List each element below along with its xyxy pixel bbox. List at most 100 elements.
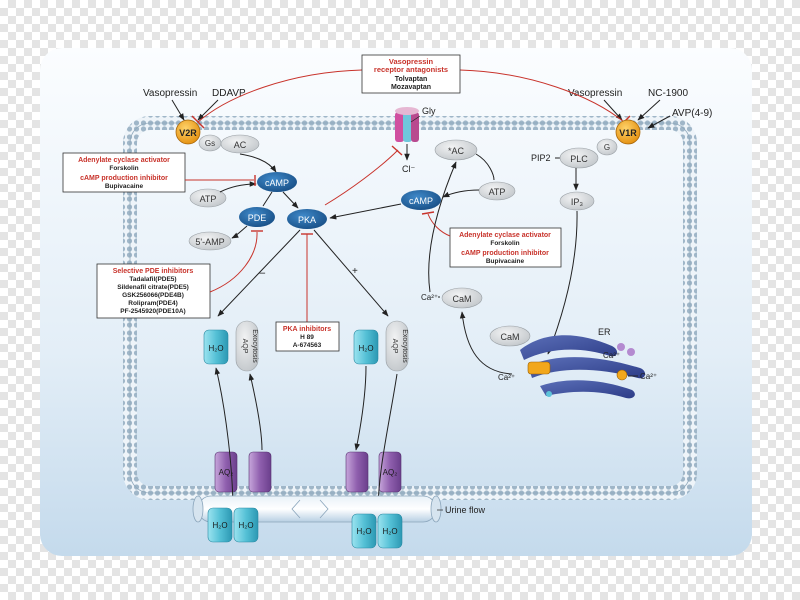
antagonist-drug: Mozavaptan [391,84,431,91]
pka-inhibitor-box [275,321,340,352]
ac-camp-arrow [239,153,277,173]
atp-right-camp-arrow [442,189,480,198]
pde-drug: GSK256066(PDE4B) [122,292,184,299]
svg-text:cAMP: cAMP [409,196,433,206]
gs-node: Gs [198,134,222,152]
svg-text:PDE: PDE [248,213,267,223]
aqp-exocytosis-vesicle-right: AQP Exocytosis [385,320,409,372]
ca-to-cam-loop-arrow [459,311,513,375]
nc1900-label: NC-1900 [648,88,688,99]
cam-upper-node: CaM [441,287,483,309]
ac-left-activator-drug: Forskolin [109,165,138,172]
pde-drug: Tadalafil(PDE5) [129,276,176,283]
g-node: G [596,138,618,156]
h2o-droplet: H₂O [351,513,377,549]
ca-er1-label: Ca²⁺ [603,351,620,360]
antagonist-inhibit-right [459,69,625,123]
ac-left-inhibitor-drug: Bupivacaine [105,183,144,190]
pde-drug: PF-2545920(PDE10A) [120,308,185,315]
svg-text:cAMP: cAMP [265,178,289,188]
ac-right-activator-title: Adenylate cyclase activator [459,232,551,239]
svg-text:PLC: PLC [570,154,588,164]
svg-text:Exocytosis: Exocytosis [251,329,258,363]
ac-drug-box-left [62,152,186,193]
ac-right-camp-arrow [475,153,495,181]
pde-inhibitor-title: Selective PDE inhibitors [113,268,194,275]
ac-drug-box-right [449,227,562,268]
svg-text:G: G [604,143,610,152]
ca-er2-label: Ca²⁺ [498,373,515,382]
pka-minus-arrow [217,229,301,317]
ca-free-label: Ca²⁺ [421,293,438,302]
pka-drug: A-674563 [293,342,322,349]
svg-text:ATP: ATP [200,194,217,204]
h2o-vesicle-left: H₂O [203,329,229,365]
minus-sign: – [259,267,266,279]
svg-text:AQ₂: AQ₂ [219,468,234,477]
aq2-channel-right: AQ₂ [378,451,402,493]
antagonist-title-1: Vasopressin [389,57,434,66]
ac-left-inhibitor-title: cAMP production inhibitor [80,175,168,182]
camp-pka-arrow [282,191,299,209]
vasopressin-right-label: Vasopressin [568,88,622,99]
nc1900-arrow [637,99,661,121]
ac-right-inhibitor-title: cAMP production inhibitor [461,250,549,257]
cam-lower-node: CaM [489,325,531,347]
svg-text:ATP: ATP [489,187,506,197]
svg-text:PKA: PKA [298,215,316,225]
chloride-channel [395,107,419,142]
pka-drug: H 89 [300,334,314,341]
svg-text:AQP: AQP [391,339,398,354]
h2o-droplet: H₂O [233,507,259,543]
pde-node: PDE [239,207,275,227]
plc-node: PLC [559,147,599,169]
atp-left-node: ATP [189,188,227,208]
atp-right-node: ATP [478,181,516,201]
svg-text:Gs: Gs [205,139,215,148]
ac-right-inhibitor-drug: Bupivacaine [486,258,525,265]
pka-inhibits-channel [324,149,399,206]
v1r-label: V1R [619,128,637,138]
svg-text:AQP: AQP [241,339,248,354]
ac-right-activator-drug: Forskolin [490,240,519,247]
v2r-label: V2R [179,128,197,138]
avp49-label: AVP(4-9) [672,108,712,119]
camp-pde-arrow [262,191,273,207]
cl-label: Cl⁻ [402,164,415,174]
svg-text:H₂O: H₂O [238,521,253,530]
svg-text:5'-AMP: 5'-AMP [195,237,224,247]
vasopressin-left-arrow [171,99,185,121]
aq2-channel-left: AQ₂ [214,451,238,493]
pip2-label: PIP2 [531,153,551,163]
svg-text:IP₃: IP₃ [571,197,584,207]
ddavp-arrow [197,99,219,121]
pka-plus-arrow [313,229,389,317]
svg-text:H₂O: H₂O [358,344,373,353]
svg-text:AQ₂: AQ₂ [383,468,398,477]
svg-text:AC: AC [234,140,247,150]
endoplasmic-reticulum [520,335,646,399]
svg-text:CaM: CaM [500,332,519,342]
pde-amp-arrow [231,225,248,239]
ca-er3-label: Ca²⁺ [640,372,657,381]
svg-text:CaM: CaM [452,294,471,304]
plus-sign: + [352,266,358,277]
antagonist-box [361,54,461,94]
svg-text:H₂O: H₂O [212,521,227,530]
camp-left-node: cAMP [257,172,297,192]
aqp-exocytosis-vesicle-left: AQP Exocytosis [235,320,259,372]
water-flow-left-2 [248,373,263,451]
antagonist-title-2: receptor antagonists [374,65,448,74]
pka-inhibitor-title: PKA inhibitors [283,326,331,333]
h2o-vesicle-right: H₂O [353,329,379,365]
pde-inhibitor-box [96,263,211,319]
h2o-droplet: H₂O [377,513,403,549]
gly-pointer [410,115,421,123]
water-flow-right-1 [354,365,367,451]
h2o-droplet: H₂O [207,507,233,543]
svg-text:Exocytosis: Exocytosis [401,329,408,363]
vasopressin-left-label: Vasopressin [143,88,197,99]
ac-right-node: *AC [434,139,478,161]
pde-inhibit-line [209,231,258,293]
